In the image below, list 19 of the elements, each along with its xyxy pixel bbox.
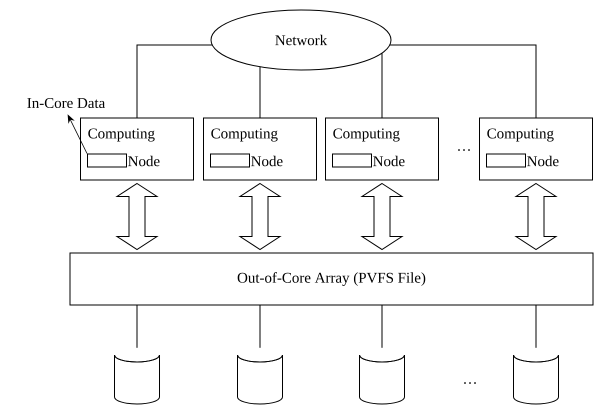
callout-text: In-Core Data (27, 98, 105, 108)
computing-node-box: Computing Node (479, 118, 593, 180)
computing-node-box: Computing Node (80, 118, 194, 180)
data-block (210, 154, 250, 168)
data-block (87, 154, 127, 168)
data-block (332, 154, 372, 168)
ellipsis: … (464, 382, 476, 384)
computing-node-box: Computing Node (203, 118, 317, 180)
disk-cylinder (359, 354, 405, 404)
network-line (136, 44, 213, 118)
array-band: Out-of-Core Array (PVFS File) (70, 252, 594, 306)
connector-line (136, 305, 138, 348)
network-line (389, 44, 536, 118)
computing-node-box: Computing Node (325, 118, 439, 180)
disk-cylinder (513, 354, 559, 404)
ellipsis: … (458, 149, 470, 151)
data-block (486, 154, 526, 168)
disk-cylinder (237, 354, 283, 404)
disk-cylinder (114, 354, 160, 404)
